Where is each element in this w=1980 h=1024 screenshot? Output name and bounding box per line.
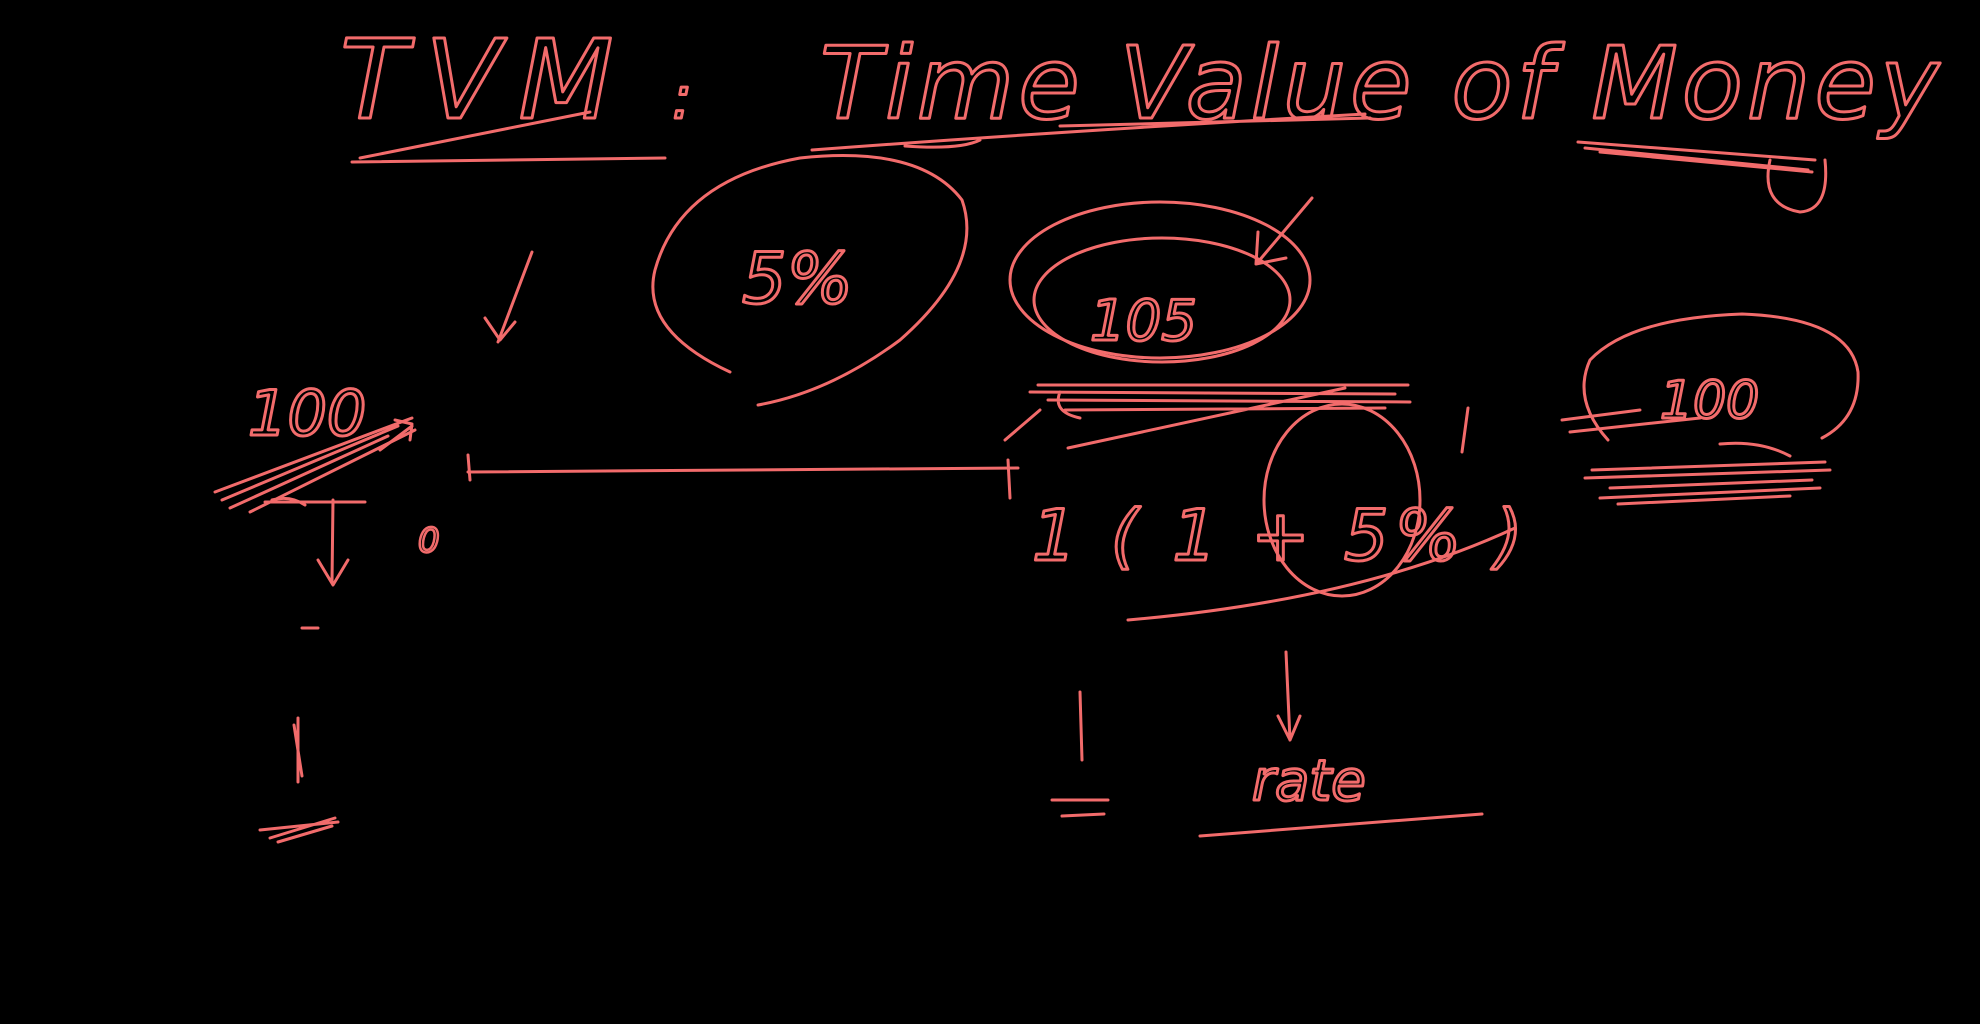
result-double-underline [1050, 798, 1110, 818]
title-row: TVM : Time Value of Money [339, 15, 1943, 214]
rate-bubble: 5% [651, 154, 969, 407]
timeline [466, 453, 1020, 500]
money-underline-scribble [1576, 140, 1828, 214]
end-bracket [1003, 408, 1042, 442]
timeline-axis [466, 466, 1020, 474]
growth-formula-text: 1 ( 1 + 5% ) [1032, 495, 1529, 577]
ink-strokes: TVM : Time Value of Money 100 0 [213, 15, 1943, 844]
end-value-strike [1028, 383, 1412, 450]
result-one-stroke [1078, 690, 1084, 762]
growth-formula: 1 ( 1 + 5% ) rate [1031, 402, 1529, 838]
rate-value: 5% [742, 238, 853, 320]
timeline-start-tick [466, 453, 472, 482]
side-value-scribble [1560, 408, 1832, 506]
formula-right-paren [1460, 406, 1470, 454]
side-value: 100 [1560, 312, 1860, 506]
formula-rate-circle [1262, 402, 1422, 598]
end-arrow-icon [1254, 196, 1314, 266]
rate-annotation-underline [1198, 812, 1484, 838]
end-value: 105 [1090, 289, 1197, 354]
start-one-stroke [292, 716, 304, 784]
timeline-end-tick [1006, 458, 1012, 500]
start-period: 0 [418, 521, 440, 561]
rate-pointer-arrow-icon [1276, 650, 1302, 742]
start-bottom-scribble [258, 816, 340, 844]
title-expansion-underline [810, 112, 1372, 152]
rate-annotation: rate [1252, 749, 1366, 814]
title-abbreviation-underline [350, 110, 667, 164]
rate-bubble-outline [651, 154, 969, 407]
down-arrow-icon [316, 498, 350, 587]
checkmark-arrow-icon [483, 250, 534, 344]
title-expansion: Time Value of Money [820, 25, 1943, 142]
start-value-strike [213, 416, 417, 514]
formula-underline [1126, 526, 1517, 622]
title-abbreviation: TVM [340, 16, 631, 144]
end-node: 105 [1003, 196, 1412, 450]
result-one [1050, 690, 1110, 818]
title-separator: : [672, 63, 692, 133]
start-value: 100 [248, 377, 366, 450]
end-value-circle-inner [1032, 236, 1292, 364]
start-node: 100 0 [213, 376, 441, 844]
end-value-circle-outer [1008, 200, 1312, 360]
start-small-arrow [378, 418, 414, 452]
side-value-circle [1582, 312, 1860, 442]
